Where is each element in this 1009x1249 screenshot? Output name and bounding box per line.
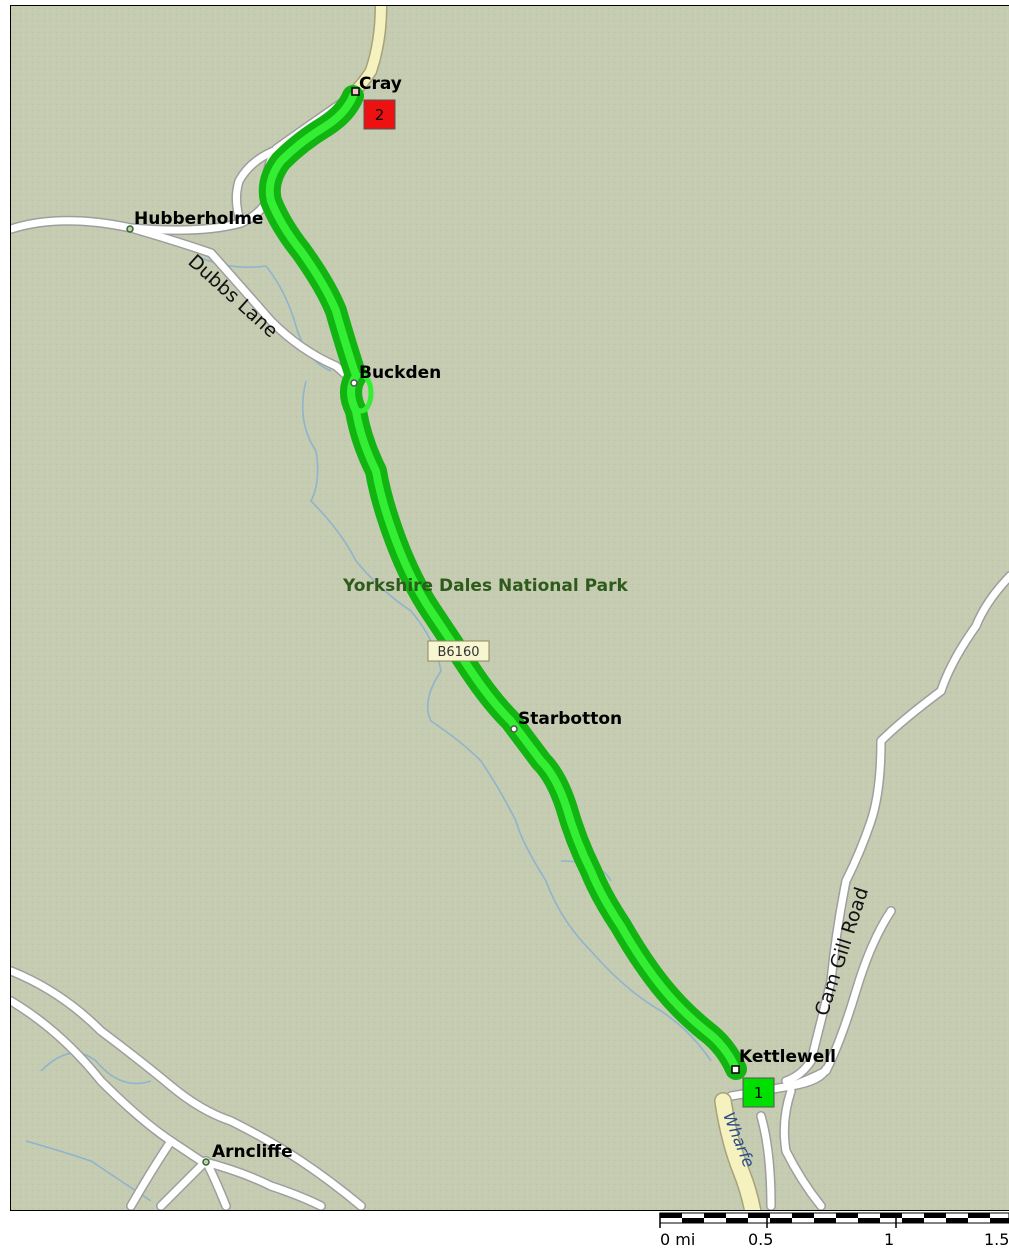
road-shield-b6160: B6160 (427, 640, 490, 662)
label-arncliffe[interactable]: Arncliffe (212, 1142, 293, 1162)
marker-end-label: 2 (375, 106, 385, 124)
scale-label-0: 0 mi (660, 1230, 695, 1249)
land-background (11, 6, 1009, 1210)
scale-label-1: 1 (884, 1230, 894, 1249)
place-dots (126, 87, 740, 1166)
route-marker-start[interactable]: 1 (742, 1077, 775, 1108)
scale-label-0-5: 0.5 (748, 1230, 773, 1249)
map-frame[interactable]: Cray Hubberholme Buckden Starbotton Kett… (10, 5, 1009, 1211)
starbotton-dot[interactable] (510, 725, 518, 733)
route-marker-end[interactable]: 2 (363, 99, 396, 130)
label-hubberholme[interactable]: Hubberholme (134, 209, 263, 229)
hubberholme-dot[interactable] (126, 225, 134, 233)
shield-text: B6160 (437, 645, 479, 660)
label-starbotton[interactable]: Starbotton (518, 709, 622, 729)
marker-start-label: 1 (754, 1084, 764, 1102)
label-national-park: Yorkshire Dales National Park (342, 576, 628, 596)
label-buckden[interactable]: Buckden (359, 363, 441, 383)
cray-dot[interactable] (351, 87, 360, 96)
arncliffe-dot[interactable] (202, 1158, 210, 1166)
label-kettlewell[interactable]: Kettlewell (739, 1047, 836, 1067)
buckden-dot[interactable] (350, 379, 358, 387)
kettlewell-dot[interactable] (731, 1065, 740, 1074)
scale-bar: 0 mi 0.5 1 1.5 (659, 1212, 1009, 1249)
route-line (258, 85, 747, 1080)
map-canvas[interactable]: Cray Hubberholme Buckden Starbotton Kett… (11, 6, 1009, 1211)
scale-bar-segments (659, 1212, 1009, 1228)
minor-roads (11, 88, 1009, 1210)
place-labels: Cray Hubberholme Buckden Starbotton Kett… (134, 74, 836, 1162)
label-cray[interactable]: Cray (359, 74, 402, 94)
scale-label-1-5: 1.5 (984, 1230, 1009, 1249)
